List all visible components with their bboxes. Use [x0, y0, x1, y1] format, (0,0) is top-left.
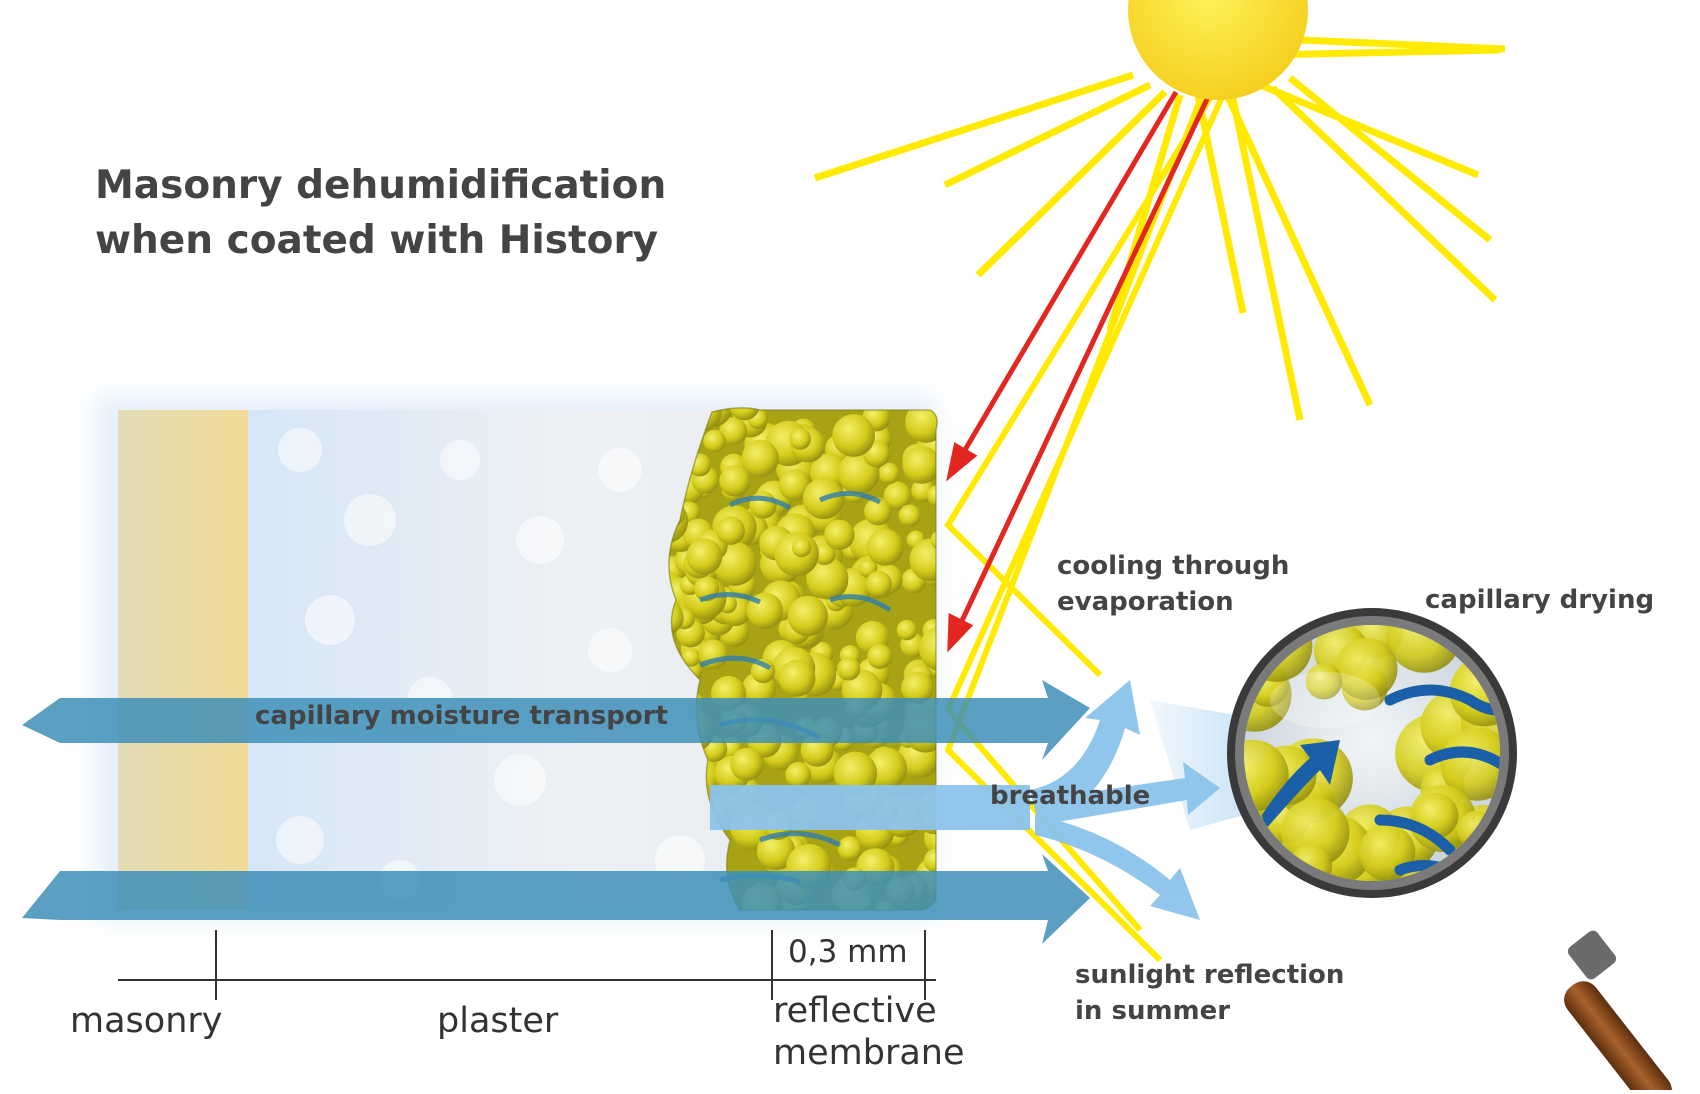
- breathable-arrow: [710, 680, 1220, 920]
- granule: [716, 516, 745, 545]
- sun-rays: [813, 36, 1506, 421]
- granule: [741, 439, 779, 478]
- granule: [864, 497, 892, 526]
- granule: [832, 414, 876, 457]
- granule: [909, 538, 938, 582]
- masonry-layer: [118, 410, 248, 910]
- scale-thickness: 0,3 mm: [788, 934, 908, 970]
- label-capillary-transport: capillary moisture transport: [255, 701, 668, 731]
- sun-icon: [1128, 0, 1308, 100]
- granule: [927, 484, 938, 507]
- scale-plaster: plaster: [437, 1001, 559, 1041]
- label-reflection-line-2: in summer: [1075, 996, 1231, 1026]
- scale-membrane-line-1: reflective: [773, 991, 937, 1031]
- granule: [896, 619, 918, 641]
- membrane-outline: [668, 407, 938, 911]
- granule: [865, 570, 892, 598]
- label-cooling-line-1: cooling through: [1057, 551, 1290, 581]
- granule: [749, 491, 777, 519]
- granule: [866, 529, 904, 566]
- granule: [806, 557, 849, 600]
- granule: [813, 542, 836, 566]
- granule: [729, 407, 760, 421]
- granule: [778, 659, 816, 697]
- label-reflection: sunlight reflection in summer: [1075, 957, 1344, 1029]
- granule: [919, 626, 938, 672]
- scale-bar: [118, 930, 936, 1000]
- granule: [756, 831, 796, 871]
- granule: [883, 482, 912, 510]
- moisture-arrows: [22, 680, 1090, 944]
- label-reflection-line-1: sunlight reflection: [1075, 960, 1345, 990]
- granule: [898, 504, 921, 527]
- granule: [719, 465, 751, 497]
- label-cooling-line-2: evaporation: [1057, 587, 1234, 617]
- granule: [901, 671, 934, 704]
- granule: [703, 429, 726, 453]
- granule: [778, 469, 811, 501]
- magnified-granule: [1305, 663, 1343, 700]
- granule: [867, 644, 893, 669]
- magnified-granule: [1449, 657, 1500, 727]
- granule: [789, 428, 811, 450]
- label-cooling: cooling through evaporation: [1057, 548, 1289, 620]
- scale-membrane-line-2: membrane: [773, 1033, 965, 1073]
- granule: [824, 519, 855, 551]
- granule: [837, 836, 863, 861]
- title-line-1: Masonry dehumidification: [95, 163, 667, 208]
- granule: [833, 751, 878, 796]
- granule: [935, 407, 938, 422]
- granule: [681, 647, 701, 667]
- granule: [837, 657, 861, 681]
- granule: [787, 595, 828, 637]
- magnified-granule: [1440, 727, 1500, 801]
- label-breathable: breathable: [990, 781, 1151, 811]
- magnified-granule: [1244, 739, 1289, 812]
- heat-rays: [946, 90, 1211, 653]
- granule: [878, 462, 900, 485]
- title-line-2: when coated with History: [95, 218, 659, 263]
- granule: [902, 445, 938, 484]
- granule: [791, 537, 812, 558]
- granule: [686, 538, 723, 575]
- magnified-granule: [1335, 637, 1398, 701]
- scale-masonry: masonry: [70, 1001, 223, 1041]
- granule: [668, 601, 684, 635]
- page-title: Masonry dehumidification when coated wit…: [95, 158, 666, 268]
- granule: [785, 761, 812, 788]
- label-capillary-drying: capillary drying: [1425, 585, 1655, 615]
- granule: [719, 417, 748, 445]
- scale-membrane: reflective membrane: [773, 990, 965, 1074]
- granule: [730, 747, 764, 781]
- granule: [930, 530, 938, 550]
